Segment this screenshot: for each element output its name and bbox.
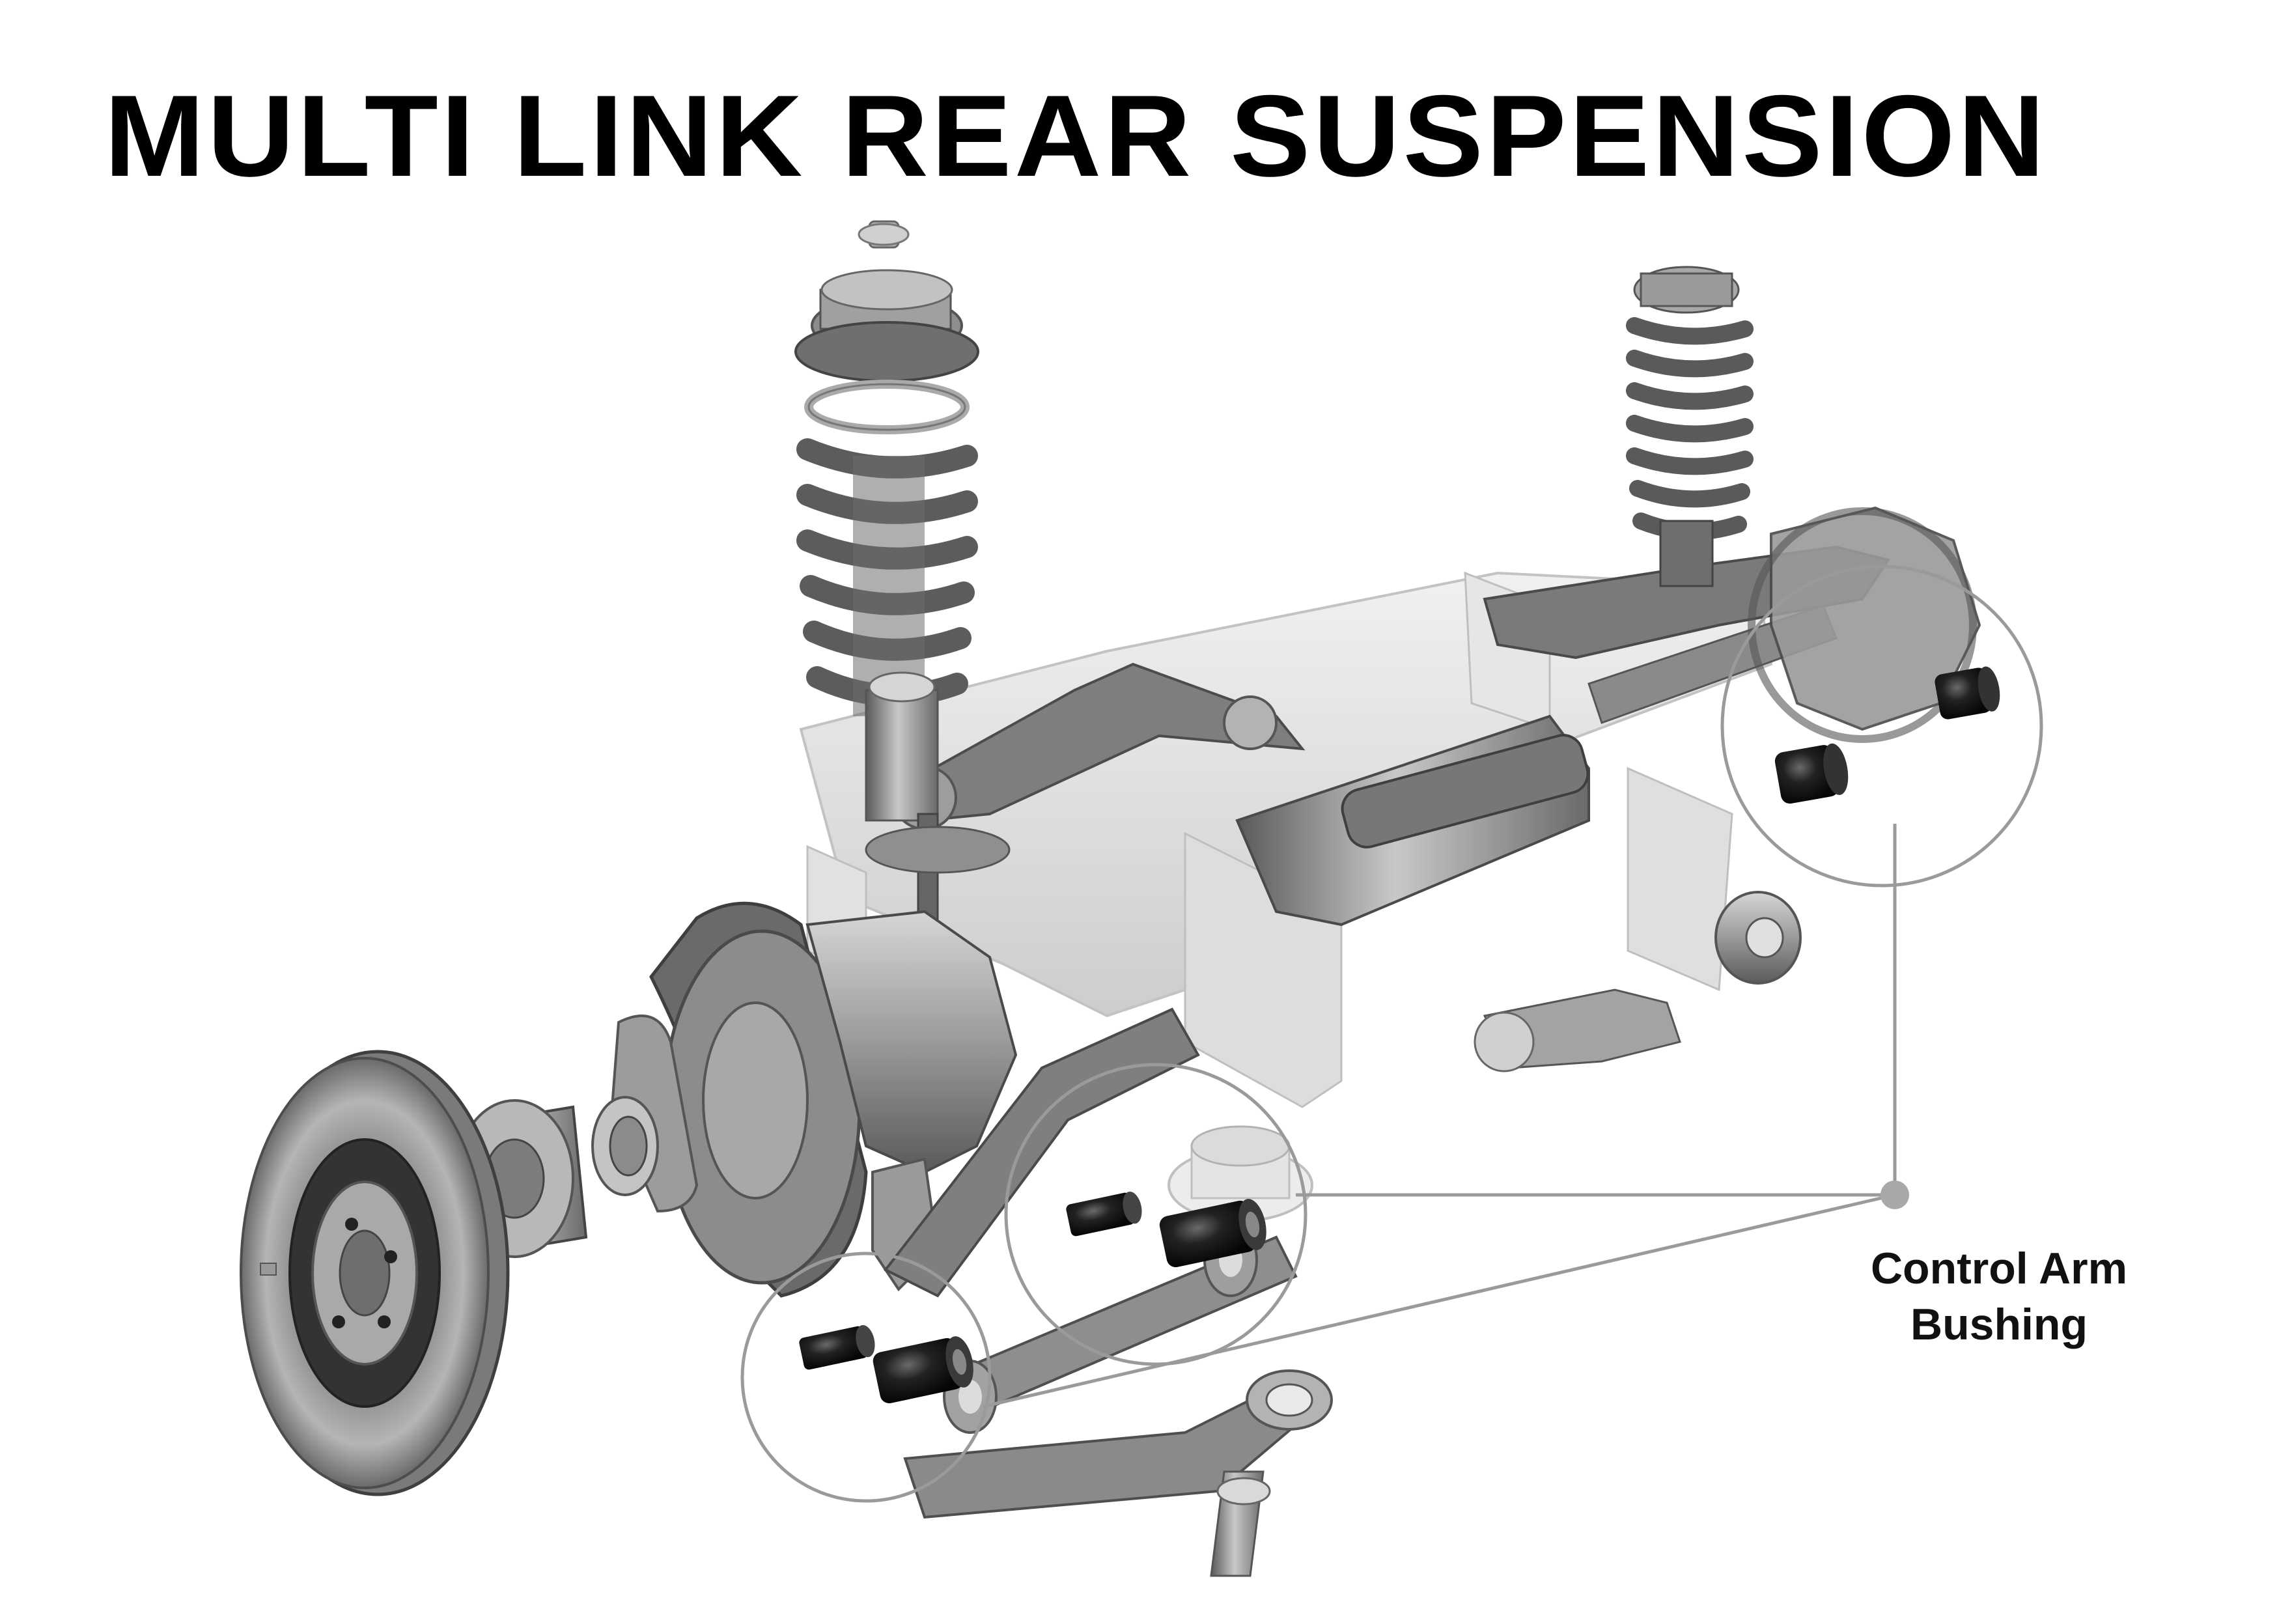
brake-rotor-icon bbox=[240, 1050, 510, 1496]
left-coil-spring-icon bbox=[794, 220, 1011, 959]
callout-leaders bbox=[740, 565, 2043, 1503]
subframe bbox=[799, 571, 1773, 1222]
callout-anchor-dot bbox=[1881, 1181, 1909, 1209]
left-backing-plate bbox=[610, 901, 868, 1298]
callout-line-1: Control Arm bbox=[1870, 1244, 2128, 1293]
control-arm-bushing-label: Control Arm Bushing bbox=[1778, 1240, 2220, 1352]
right-coil-spring-icon bbox=[1626, 266, 1754, 587]
control-arm-bushing-icon bbox=[799, 666, 2000, 1404]
page-title: MULTI LINK REAR SUSPENSION bbox=[104, 71, 2048, 201]
callout-line-2: Bushing bbox=[1910, 1300, 2088, 1349]
right-knuckle bbox=[1714, 506, 1981, 985]
